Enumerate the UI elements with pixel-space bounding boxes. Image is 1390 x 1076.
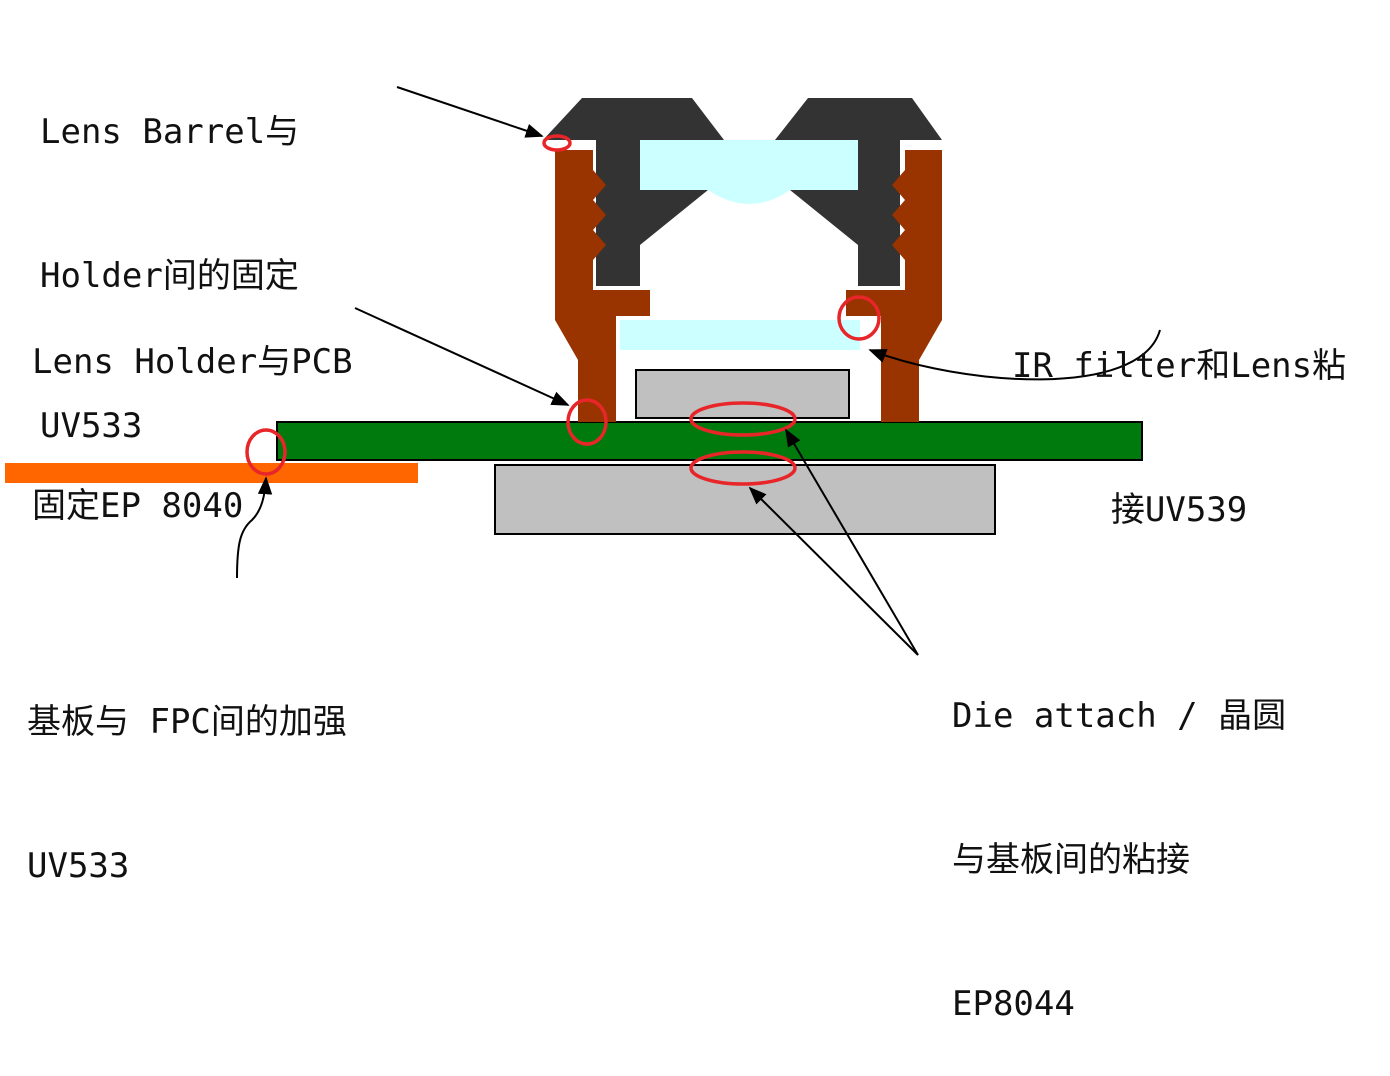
label-die-attach: Die attach / 晶圆 与基板间的粘接 EP8044 <box>952 596 1286 1076</box>
circle-die-top <box>689 401 797 437</box>
pcb-substrate <box>276 421 1143 461</box>
circle-ir-filter <box>837 295 881 341</box>
arrow-holder-pcb <box>354 307 570 406</box>
label-line: 与基板间的粘接 <box>952 840 1190 880</box>
lens-holder-right <box>846 150 942 422</box>
arrow-ir-filter <box>868 329 1161 381</box>
arrow-die-bottom <box>748 486 919 656</box>
label-line: UV533 <box>40 406 143 446</box>
lens-barrel-right <box>775 98 942 286</box>
circle-barrel-holder <box>542 134 572 152</box>
label-line: 基板与 FPC间的加强 <box>27 702 347 742</box>
arrow-die-top <box>785 428 919 656</box>
ir-filter <box>620 320 860 350</box>
thread-right <box>892 170 905 260</box>
label-line: EP8044 <box>952 984 1075 1024</box>
label-substrate-fpc: 基板与 FPC间的加强 UV533 <box>27 602 347 938</box>
stiffener-plate <box>494 464 996 535</box>
label-line: Lens Barrel与 <box>40 112 300 152</box>
label-line: IR filter和Lens粘 <box>1012 346 1347 386</box>
label-line: Die attach / 晶圆 <box>952 696 1287 736</box>
arrow-fpc <box>236 476 273 579</box>
callout-arrows <box>236 86 1161 656</box>
lens-holder-left <box>555 150 650 422</box>
thread-left <box>593 170 606 260</box>
image-sensor-die <box>635 369 850 419</box>
label-ir-filter: IR filter和Lens粘 接UV539 <box>1012 246 1346 582</box>
circle-die-bottom <box>689 450 797 486</box>
label-line: UV533 <box>27 846 130 886</box>
circle-holder-pcb <box>566 398 608 446</box>
arrow-barrel-holder <box>396 86 544 138</box>
camera-module-cross-section <box>5 86 1161 656</box>
label-line: 固定EP 8040 <box>32 486 244 526</box>
label-lens-barrel-holder: Lens Barrel与 Holder间的固定 UV533 <box>40 12 299 498</box>
lens-barrel-left <box>543 98 724 286</box>
fpc-cable <box>5 463 418 483</box>
lens-element <box>640 140 858 204</box>
label-line: Holder间的固定 <box>40 256 299 296</box>
label-holder-pcb: Lens Holder与PCB 固定EP 8040 <box>32 242 353 578</box>
circle-fpc <box>245 428 287 476</box>
label-line: 接UV539 <box>1110 490 1248 530</box>
highlight-circles <box>245 134 881 486</box>
label-line: Lens Holder与PCB <box>32 342 353 382</box>
